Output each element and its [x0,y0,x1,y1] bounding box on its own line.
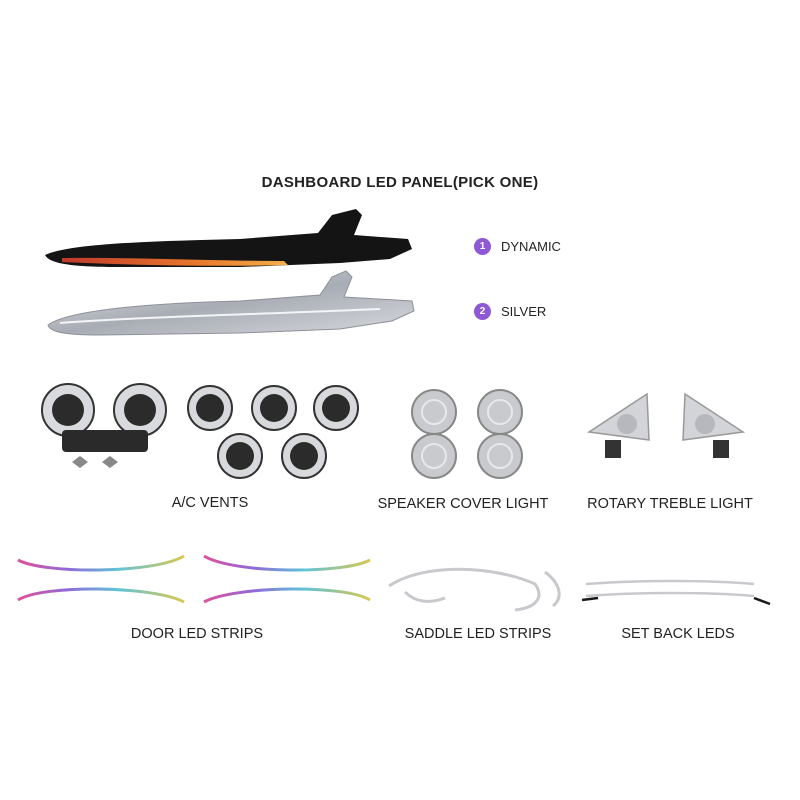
silver-panel-image [47,270,415,336]
option-dynamic[interactable]: 1 DYNAMIC [474,238,561,255]
door-led-strips-label: DOOR LED STRIPS [130,626,264,642]
speaker-cover-light-image [411,389,523,479]
door-led-strips-image [17,554,371,604]
set-back-leds-label: SET BACK LEDS [621,626,735,642]
ac-vents-label: A/C VENTS [171,495,249,511]
rotary-treble-light-image [586,392,746,458]
option-label: SILVER [501,304,547,319]
option-number-badge: 1 [474,238,491,255]
option-silver[interactable]: 2 SILVER [474,303,546,320]
option-label: DYNAMIC [501,239,561,254]
ac-vents-image [41,383,359,479]
speaker-cover-light-label: SPEAKER COVER LIGHT [377,496,549,512]
dashboard-panel-images [45,209,415,336]
dynamic-panel-image [45,209,412,267]
round-vents [187,385,359,479]
option-number-badge: 2 [474,303,491,320]
saddle-led-strips-label: SADDLE LED STRIPS [404,626,552,642]
rotary-treble-light-label: ROTARY TREBLE LIGHT [587,496,753,512]
page-title: DASHBOARD LED PANEL(PICK ONE) [261,174,539,191]
set-back-leds-image [581,579,771,606]
saddle-led-strips-image [388,567,561,612]
